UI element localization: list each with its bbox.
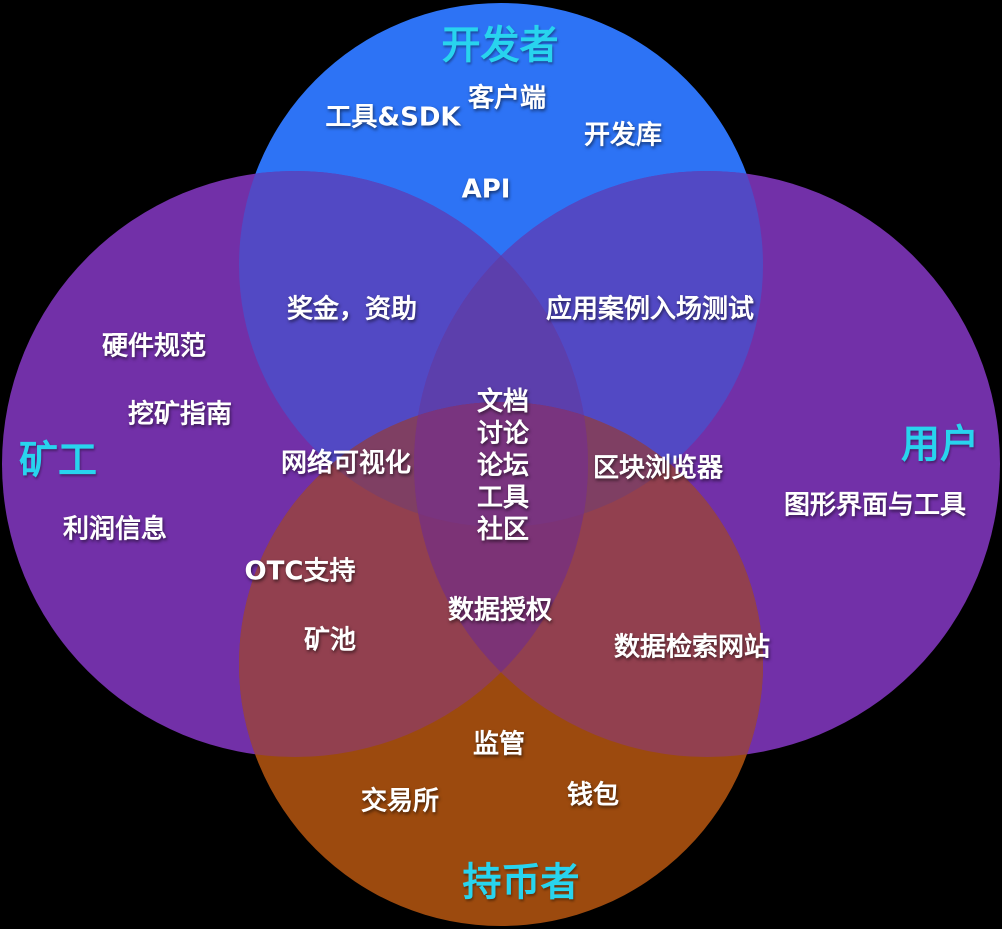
item-forum: 论坛 xyxy=(476,451,530,481)
item-mining-pool: 矿池 xyxy=(303,625,357,656)
item-network-viz: 网络可视化 xyxy=(280,448,412,479)
item-gui-tools: 图形界面与工具 xyxy=(783,490,967,521)
item-data-auth: 数据授权 xyxy=(447,595,553,626)
item-community: 社区 xyxy=(476,515,530,545)
item-dev-lib: 开发库 xyxy=(583,120,663,151)
title-users: 用户 xyxy=(900,422,980,468)
item-hardware-spec: 硬件规范 xyxy=(101,331,207,362)
item-tools-sdk: 工具&SDK xyxy=(325,102,461,133)
item-docs: 文档 xyxy=(476,387,530,417)
item-client: 客户端 xyxy=(467,83,547,114)
item-regulation: 监管 xyxy=(472,729,526,760)
title-holders: 持币者 xyxy=(462,860,580,906)
item-api: API xyxy=(461,174,511,205)
item-tools: 工具 xyxy=(476,483,530,513)
item-block-explorer: 区块浏览器 xyxy=(592,453,724,484)
item-use-case-testing: 应用案例入场测试 xyxy=(545,294,755,325)
item-discuss: 讨论 xyxy=(476,419,530,449)
item-center-stack: 文档 讨论 论坛 工具 社区 xyxy=(477,386,529,546)
item-exchange: 交易所 xyxy=(360,786,440,817)
title-developers: 开发者 xyxy=(441,23,559,69)
item-profit-info: 利润信息 xyxy=(62,514,168,545)
region-miners-users-holders xyxy=(414,402,588,757)
item-mining-guide: 挖矿指南 xyxy=(127,399,233,430)
item-data-search-site: 数据检索网站 xyxy=(613,632,771,663)
item-otc-support: OTC支持 xyxy=(244,556,356,587)
item-bounty-grants: 奖金，资助 xyxy=(286,294,418,325)
title-miners: 矿工 xyxy=(18,438,98,484)
item-wallet: 钱包 xyxy=(566,780,620,811)
